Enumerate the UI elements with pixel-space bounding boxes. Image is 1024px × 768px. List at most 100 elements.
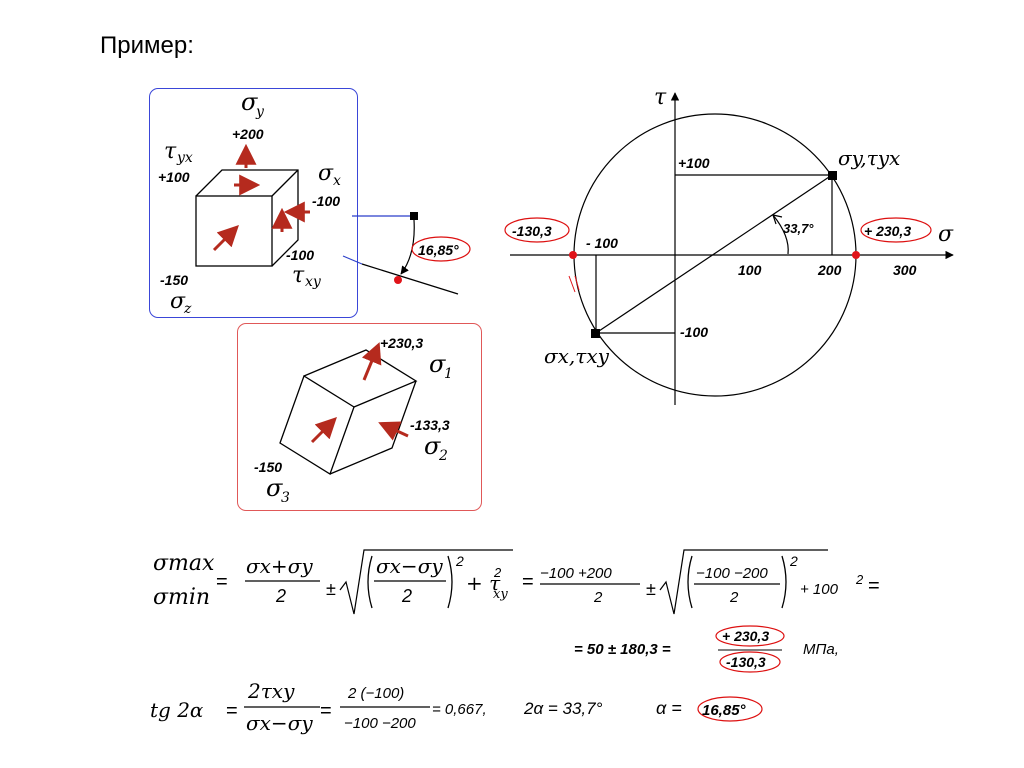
tick-neg-100: - 100 [586, 235, 618, 251]
rotated-point-icon [394, 276, 402, 284]
tg-denominator: σx−σy [246, 711, 313, 735]
tg-result: = 0,667, [432, 701, 487, 718]
sigma-3-sub: 3 [281, 490, 290, 506]
tg-denominator-value: −100 −200 [344, 715, 416, 732]
equals-sign-3: = [868, 575, 880, 597]
rotated-line-blue [342, 255, 363, 265]
two-alpha: 2α = 33,7° [523, 699, 603, 718]
angle-arc [772, 214, 789, 255]
sigma-1-arrow [361, 342, 382, 381]
num-sqrt-numerator: −100 −200 [696, 565, 768, 582]
tau-yx-sub: yx [176, 150, 193, 166]
tg-numerator-value: 2 (−100) [347, 685, 404, 702]
equals-sign-4: = [226, 700, 238, 722]
sqrt-sign-1 [339, 549, 513, 615]
sigma-y-value: +200 [232, 126, 264, 142]
result-min: -130,3 [726, 654, 766, 670]
sigma-y-sub: y [255, 104, 265, 120]
principal-cube [279, 349, 418, 475]
sigma-min-label: -130,3 [512, 223, 552, 239]
point-sigma-y-label: σy,τyx [838, 146, 900, 170]
tau-minus-100-label: -100 [680, 324, 708, 340]
red-tick-mark-icon [568, 275, 580, 293]
tick-300: 300 [893, 262, 917, 278]
num-sqrt-denominator: 2 [729, 589, 739, 606]
sigma-3-value: -150 [254, 459, 282, 475]
mohr-circle-diagram: τ σ +100 -100 100 200 300 - 100 33,7° -1… [504, 85, 954, 405]
sigma-max-label: + 230,3 [864, 223, 911, 239]
alpha-ellipse [697, 696, 763, 722]
principal-element-frame [237, 323, 482, 511]
tau-square-exponent: 2 [493, 565, 502, 580]
sigma-max-symbol: σmax [153, 551, 215, 576]
plus-minus-2: ± [646, 579, 656, 599]
sigma-max-ellipse [860, 217, 932, 243]
rotation-angle-label: 16,85° [418, 242, 459, 258]
tick-200: 200 [817, 262, 842, 278]
sqrt1-denominator: 2 [401, 586, 412, 606]
sigma-1-value: +230,3 [380, 335, 423, 351]
double-angle-label: 33,7° [783, 221, 814, 236]
tau-xy-symbol: τ [292, 263, 305, 288]
paren-left-2 [687, 555, 693, 609]
tau-term: + τ [466, 571, 501, 595]
result-max: + 230,3 [722, 628, 769, 644]
reference-square-icon [410, 212, 418, 220]
sigma-3-symbol: σ [266, 474, 283, 502]
tau-axis-label: τ [654, 85, 667, 110]
sigma-max-dot-icon [852, 251, 860, 259]
initial-cube [195, 169, 299, 267]
alpha-value: 16,85° [702, 702, 747, 719]
square-exponent-3: 2 [855, 572, 864, 587]
sigma-x-sub: x [333, 173, 341, 189]
tau-plus-100-label: +100 [678, 155, 710, 171]
paren-left-1 [367, 555, 373, 609]
result-unit: МПа, [803, 641, 839, 658]
sigma-1-sub: 1 [444, 366, 453, 382]
point-sigma-x-label: σx,τxy [544, 344, 610, 368]
initial-element-frame [149, 88, 358, 318]
sqrt1-numerator: σx−σy [376, 554, 443, 578]
result-expression: = 50 ± 180,3 = [574, 641, 671, 658]
result-min-ellipse [719, 651, 781, 673]
rotation-angle-ellipse [411, 236, 471, 262]
sigma-3-arrow [310, 417, 337, 444]
paren-right-2 [781, 555, 787, 609]
equals-sign-2: = [522, 571, 534, 593]
tick-100: 100 [738, 262, 762, 278]
sigma-x-symbol: σ [318, 161, 334, 186]
page-title: Пример: [100, 32, 194, 59]
tg-numerator: 2τxy [247, 679, 295, 703]
num-tail: + 100 [800, 581, 839, 598]
point-sigma-x-square-icon [591, 329, 600, 338]
sigma-2-arrow [378, 421, 409, 441]
sigma-2-value: -133,3 [410, 417, 450, 433]
result-line: = 50 ± 180,3 = + 230,3 -130,3 МПа, [574, 625, 839, 673]
num-frac-denominator: 2 [593, 589, 603, 606]
num-frac-numerator: −100 +200 [540, 565, 612, 582]
tau-xy-sub: xy [305, 274, 322, 290]
rotated-line [361, 263, 459, 295]
sigma-2-sub: 2 [438, 448, 448, 464]
tau-yx-symbol: τ [164, 139, 177, 164]
sigma-y-symbol: σ [241, 88, 258, 116]
sigma-min-symbol: σmin [153, 585, 210, 610]
sigma-axis-label: σ [938, 222, 954, 247]
equals-sign-5: = [320, 700, 332, 722]
square-exponent-2: 2 [789, 553, 798, 569]
square-exponent-1: 2 [455, 553, 464, 569]
sigma-z-value: -150 [160, 272, 188, 288]
tg-label: tg 2α [150, 698, 204, 722]
sigma-z-sub: z [183, 301, 192, 317]
sigma-z-arrow [212, 225, 239, 252]
sqrt-sign-2 [659, 549, 828, 615]
plus-minus-1: ± [326, 579, 336, 599]
frac1-numerator: σx+σy [246, 554, 313, 578]
tau-xy-value: -100 [286, 247, 314, 263]
sigma-min-dot-icon [569, 251, 577, 259]
principal-stress-formula: σmax σmin = σx+σy 2 ± σx−σy 2 2 + τ 2 xy… [153, 549, 880, 615]
result-max-ellipse [715, 625, 785, 647]
angle-arc-arrow-icon [772, 214, 783, 225]
paren-right-1 [447, 555, 453, 609]
